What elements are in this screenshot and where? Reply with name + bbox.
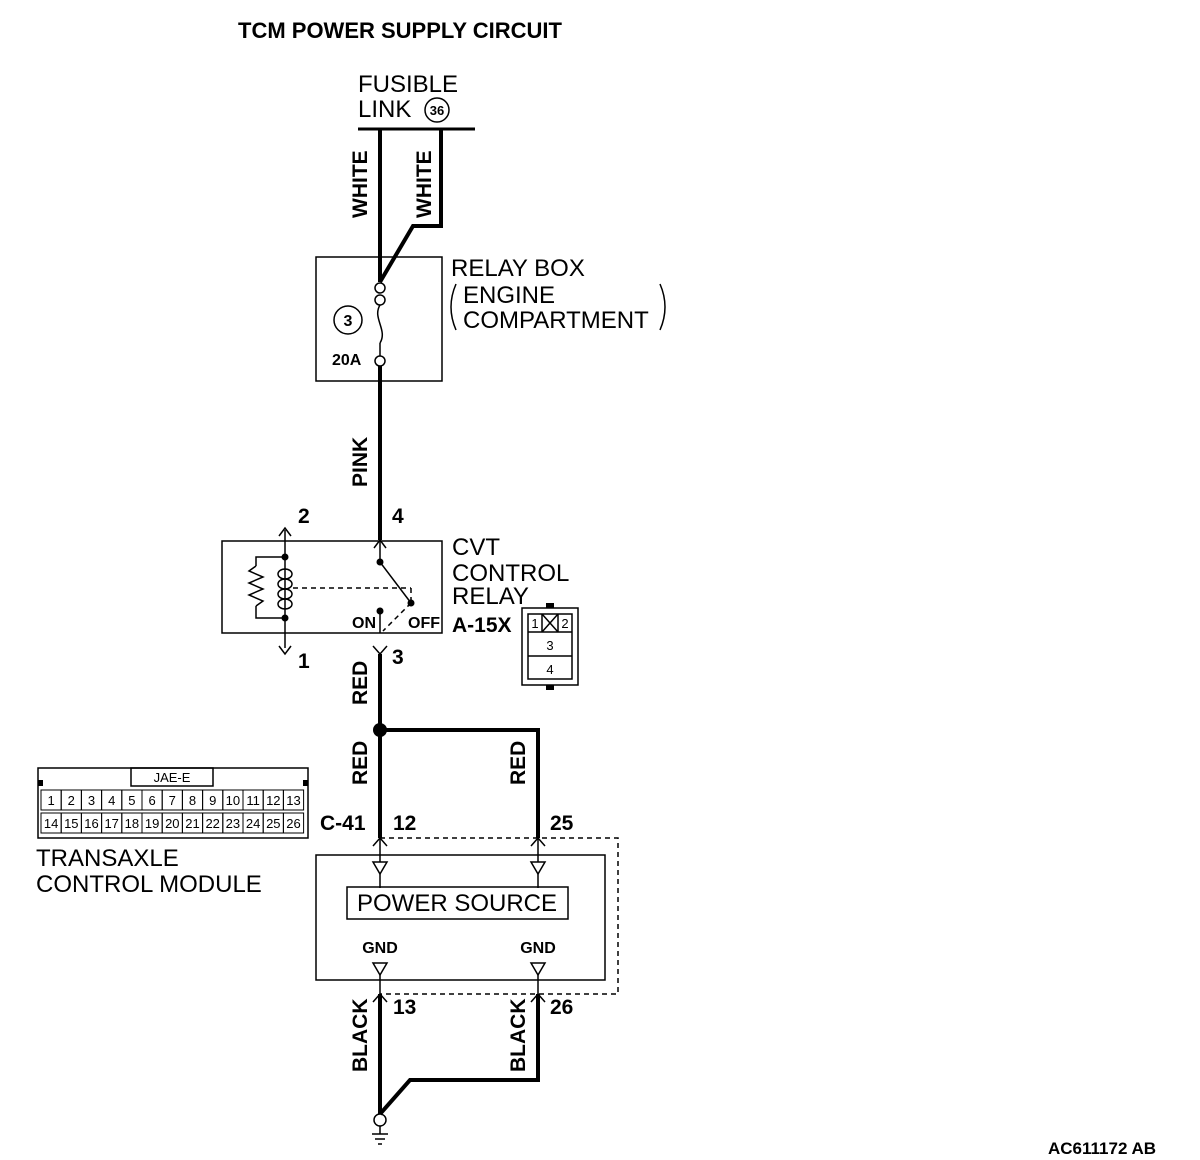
jae-cell-label: 18 bbox=[125, 816, 139, 831]
wire-label-white-left: WHITE bbox=[349, 150, 372, 218]
relay-coil-symbol bbox=[247, 526, 412, 656]
jae-cell-label: 26 bbox=[286, 816, 300, 831]
tcm-name-line1: TRANSAXLE bbox=[36, 845, 179, 872]
tcm-pin-12: 12 bbox=[393, 812, 416, 835]
jae-cell-label: 6 bbox=[148, 793, 155, 808]
power-source-box bbox=[346, 886, 569, 920]
jae-cell-label: 4 bbox=[108, 793, 115, 808]
black-wire-right bbox=[378, 994, 540, 1116]
relay-connector-face: 1 2 3 4 bbox=[521, 603, 579, 690]
cvt-relay-title-line3: RELAY bbox=[452, 583, 529, 610]
relay-pin-1: 1 bbox=[298, 650, 310, 673]
relay-pin-4: 4 bbox=[392, 505, 404, 528]
relay-box-title: RELAY BOX bbox=[451, 255, 585, 282]
relay-pin-3: 3 bbox=[392, 646, 404, 669]
cvt-relay-outline bbox=[221, 540, 443, 634]
jae-cell-label: 10 bbox=[226, 793, 240, 808]
fusible-link-number-badge: 36 bbox=[424, 97, 450, 123]
fuse-number-badge: 3 bbox=[333, 305, 363, 335]
tcm-name-line2: CONTROL MODULE bbox=[36, 871, 262, 898]
power-source-label: POWER SOURCE bbox=[357, 890, 557, 917]
jae-cell-label: 14 bbox=[44, 816, 58, 831]
jae-cell-label: 12 bbox=[266, 793, 280, 808]
tcm-pin-25: 25 bbox=[550, 812, 574, 835]
cvt-relay-code: A-15X bbox=[452, 614, 512, 637]
fuse-rating: 20A bbox=[332, 352, 362, 369]
relay-box-location-line2: COMPARTMENT bbox=[463, 307, 649, 334]
wire-label-black-left: BLACK bbox=[349, 999, 372, 1073]
fusible-link-label-line2: LINK bbox=[358, 96, 411, 123]
jae-cell-label: 9 bbox=[209, 793, 216, 808]
relay-box-location-line1: ENGINE bbox=[463, 282, 555, 309]
right-paren bbox=[659, 283, 666, 331]
jae-cell-label: 19 bbox=[145, 816, 159, 831]
tcm-internal-lines bbox=[371, 838, 547, 994]
wire-label-red-right: RED bbox=[507, 741, 530, 785]
wire-label-white-right: WHITE bbox=[413, 150, 436, 218]
jae-cell-label: 2 bbox=[68, 793, 75, 808]
jae-cell-label: 11 bbox=[246, 793, 260, 808]
wire-label-black-right: BLACK bbox=[507, 999, 530, 1073]
cvt-relay-title-line2: CONTROL bbox=[452, 560, 569, 587]
tcm-pin13-marker bbox=[372, 992, 388, 1003]
jae-cell-label: 15 bbox=[64, 816, 78, 831]
tcm-pin-26: 26 bbox=[550, 996, 573, 1019]
jae-cell-label: 1 bbox=[47, 793, 54, 808]
relay-pin-2: 2 bbox=[298, 505, 310, 528]
figure-code: AC611172 AB bbox=[1048, 1139, 1156, 1158]
connector-cell-1: 1 bbox=[531, 616, 538, 631]
jae-cell-label: 7 bbox=[169, 793, 176, 808]
gnd-label-right: GND bbox=[520, 940, 556, 957]
splice-point bbox=[373, 723, 387, 737]
jae-cell-box bbox=[282, 789, 305, 811]
fuse-20a-symbol bbox=[374, 282, 386, 367]
connector-cell-2: 2 bbox=[561, 616, 568, 631]
jae-cell-label: 21 bbox=[185, 816, 199, 831]
wire-label-red-left: RED bbox=[349, 741, 372, 785]
diagram-title: TCM POWER SUPPLY CIRCUIT bbox=[238, 18, 562, 43]
relay-switch-symbol bbox=[373, 538, 415, 633]
jae-cell-label: 20 bbox=[165, 816, 179, 831]
tcm-pin-13: 13 bbox=[393, 996, 416, 1019]
switch-off-label: OFF bbox=[408, 615, 440, 632]
connector-cell-3: 3 bbox=[546, 638, 553, 653]
jae-cell-label: 8 bbox=[189, 793, 196, 808]
jae-cell-label: 23 bbox=[226, 816, 240, 831]
jae-cell-label: 16 bbox=[84, 816, 98, 831]
jae-cell-label: 5 bbox=[128, 793, 135, 808]
fusible-link-label-line1: FUSIBLE bbox=[358, 71, 458, 98]
jae-cell-label: 25 bbox=[266, 816, 280, 831]
jae-cell-label: 24 bbox=[246, 816, 260, 831]
tcm-connector-dashed-outline bbox=[380, 837, 619, 995]
cvt-relay-title-line1: CVT bbox=[452, 534, 500, 561]
left-paren bbox=[450, 283, 457, 331]
ground-symbol bbox=[372, 1113, 388, 1145]
switch-on-label: ON bbox=[352, 615, 376, 632]
fuse-number: 3 bbox=[344, 313, 353, 330]
jae-cell-label: 3 bbox=[88, 793, 95, 808]
fusible-link-number: 36 bbox=[430, 103, 444, 118]
gnd-label-left: GND bbox=[362, 940, 398, 957]
wire-label-pink: PINK bbox=[349, 437, 372, 487]
tcm-connector-code: C-41 bbox=[320, 812, 366, 835]
white-wire-right bbox=[378, 129, 443, 284]
jae-cell-box bbox=[282, 812, 305, 834]
red-wire-branch bbox=[380, 728, 540, 838]
relay-pin3-marker bbox=[372, 645, 388, 656]
tcm-pin26-marker bbox=[530, 992, 546, 1003]
connector-cell-4: 4 bbox=[546, 662, 553, 677]
tcm-box-outline bbox=[315, 854, 606, 981]
jae-cell-label: 22 bbox=[205, 816, 219, 831]
jae-cell-label: 17 bbox=[104, 816, 118, 831]
wire-label-red-upper: RED bbox=[349, 661, 372, 705]
jae-cell-label: 13 bbox=[286, 793, 300, 808]
connector-type-label: JAE-E bbox=[154, 770, 191, 785]
